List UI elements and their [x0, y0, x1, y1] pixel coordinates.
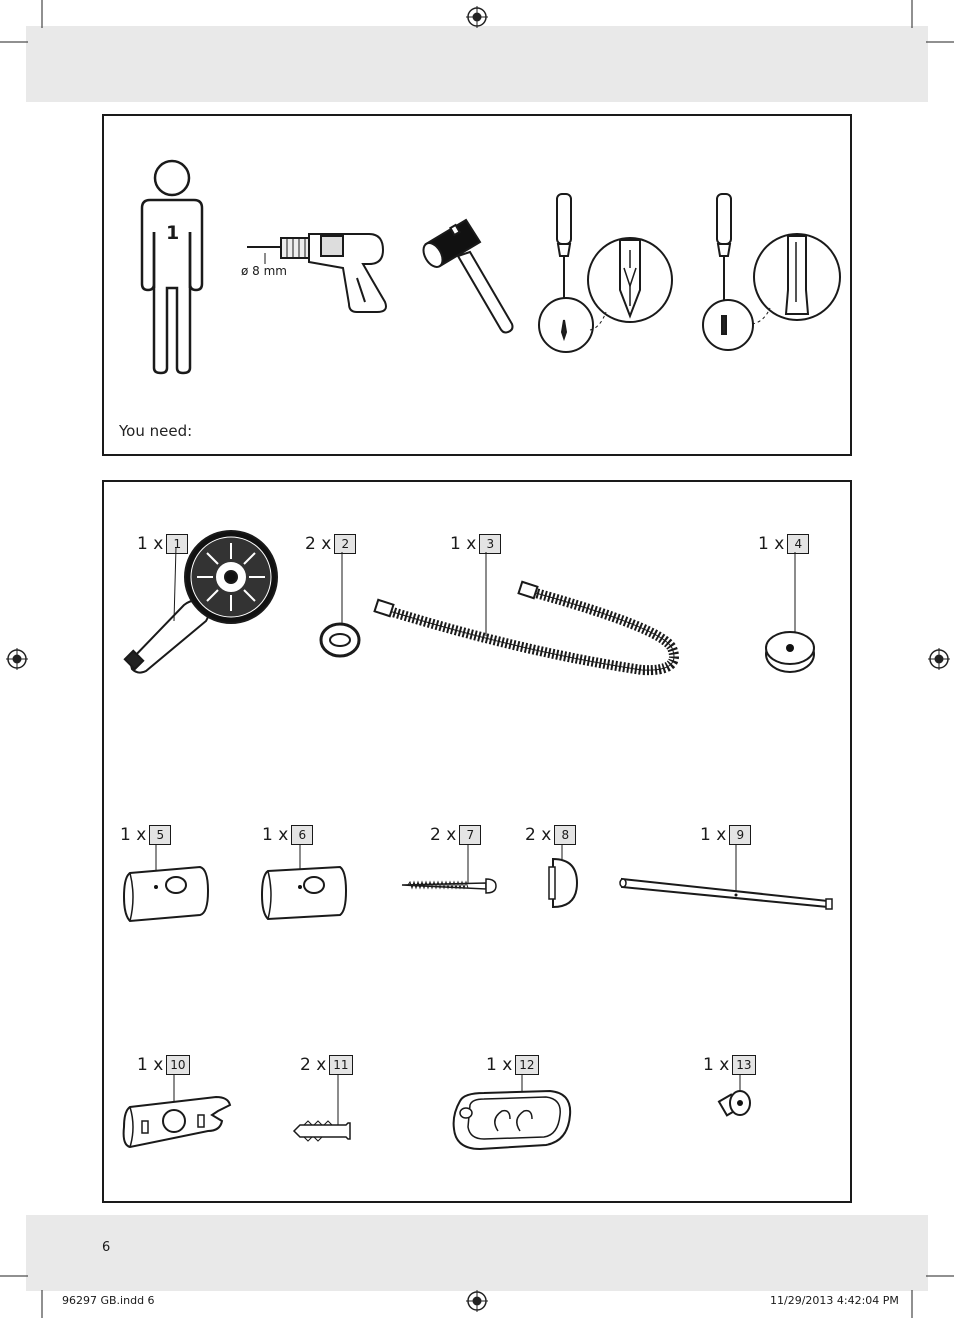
person-icon [140, 159, 204, 375]
seal-ring-icon [319, 552, 361, 658]
phillips-screwdriver-icon [538, 193, 673, 353]
hammer-icon [422, 218, 514, 334]
cover-cap-icon [765, 552, 815, 673]
shower-hose-icon [373, 552, 679, 676]
timestamp-slug: 11/29/2013 4:42:04 PM [770, 1294, 899, 1307]
upper-bracket-icon [122, 845, 210, 923]
drill-icon [247, 233, 387, 313]
registration-mark-icon [928, 648, 950, 670]
lower-bracket-icon [260, 845, 348, 921]
you-need-label: You need: [119, 422, 193, 440]
header-band [26, 26, 928, 102]
wall-plug-icon [292, 1075, 351, 1142]
registration-mark-icon [466, 6, 488, 28]
drill-bit-size-label: ø 8 mm [241, 264, 287, 278]
footer-band [26, 1215, 928, 1291]
persons-count: 1 [166, 222, 180, 244]
adapter-icon [717, 1075, 751, 1117]
screw-icon [401, 845, 497, 894]
flathead-screwdriver-icon [702, 193, 841, 351]
soap-dish-icon [452, 1075, 572, 1151]
page-number: 6 [102, 1240, 111, 1255]
file-name-slug: 96297 GB.indd 6 [62, 1294, 155, 1307]
shower-rod-icon [619, 845, 833, 910]
hand-shower-icon [123, 530, 278, 674]
sliding-holder-icon [122, 1075, 232, 1149]
screw-cover-icon [548, 845, 579, 909]
registration-mark-icon [6, 648, 28, 670]
registration-mark-icon [466, 1290, 488, 1312]
